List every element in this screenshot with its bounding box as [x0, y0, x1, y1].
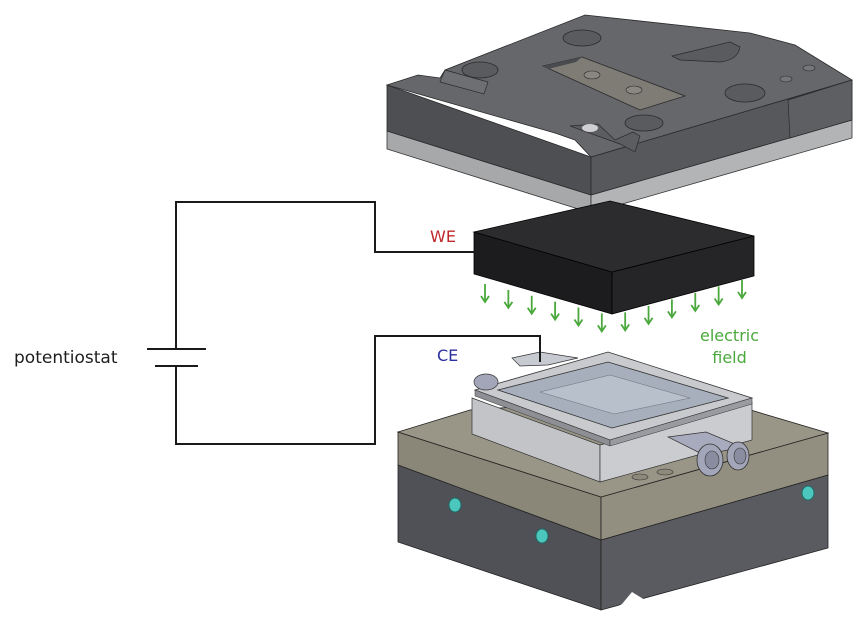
working-electrode-block [472, 200, 755, 315]
small-hole [656, 468, 674, 476]
we-wire [175, 201, 475, 349]
hole [461, 61, 499, 79]
electric-field-label-line1: electric [700, 326, 760, 345]
hole [724, 83, 766, 103]
electric-field-arrows [480, 280, 747, 334]
field-arrow [667, 299, 677, 320]
field-arrow [643, 305, 654, 326]
field-arrow [713, 286, 724, 307]
top-plate-window-wall [543, 57, 582, 69]
top-plate-right-notch [787, 79, 853, 139]
hole [624, 114, 664, 132]
outlet-fittings [666, 431, 750, 477]
we-label: WE [430, 227, 456, 246]
screw-hole [801, 485, 815, 501]
left-fitting [473, 373, 499, 391]
small-hole [779, 75, 793, 83]
window-hole [625, 85, 643, 95]
field-arrow [480, 284, 490, 304]
screw-hole [535, 528, 549, 544]
field-arrow [503, 289, 514, 310]
cell-window-inner [539, 374, 691, 415]
we-block-top-face [472, 200, 755, 273]
small-hole [802, 64, 816, 72]
potentiostat-label: potentiostat [14, 348, 118, 368]
notch-highlight [582, 124, 598, 132]
field-arrow [737, 280, 747, 300]
field-arrow [550, 301, 560, 322]
ce-tab [511, 351, 579, 367]
electrolyte-cell [471, 351, 754, 483]
small-hole [631, 473, 649, 481]
electric-field-label: electric field [700, 325, 759, 369]
hole [562, 29, 602, 47]
cell-frame-edge-right [609, 397, 753, 447]
top-clamp-plate [385, 14, 853, 214]
ce-label: CE [437, 346, 459, 365]
top-plate-tab [439, 69, 489, 95]
ce-wire [175, 335, 541, 445]
electric-field-label-line2: field [712, 348, 747, 367]
top-plate-slot [670, 41, 741, 63]
potentiostat-circuit [147, 201, 541, 445]
field-arrow [526, 295, 537, 316]
window-hole [583, 70, 601, 80]
field-arrow [597, 313, 607, 334]
field-arrow [573, 307, 584, 328]
screw-hole [448, 497, 462, 513]
base-bottom-notch [601, 592, 650, 615]
field-arrow [620, 312, 630, 332]
field-arrow [690, 292, 701, 313]
